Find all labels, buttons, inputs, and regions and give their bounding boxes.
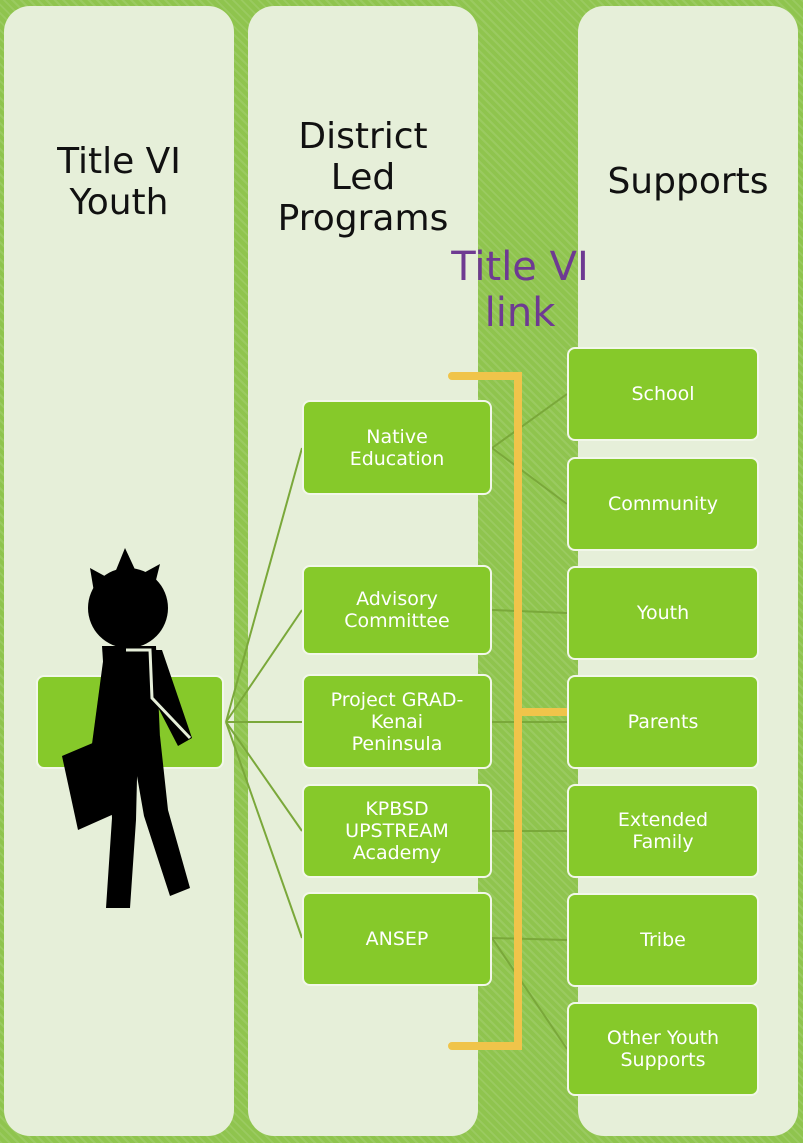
programs-column-title: District Led Programs: [277, 116, 449, 239]
connector-youth-native-education: [225, 447, 303, 723]
support-extended-family: Extended Family: [567, 784, 759, 878]
connector-native-school: [491, 393, 568, 449]
student-with-bag-icon: [62, 548, 192, 908]
connector-ansep-other: [491, 937, 568, 1050]
connector-youth-upstream: [225, 721, 303, 832]
program-project-grad: Project GRAD- Kenai Peninsula: [302, 674, 492, 769]
title-vi-link-label: Title VI link: [451, 244, 589, 336]
connector-youth-ansep: [225, 721, 303, 939]
support-community: Community: [567, 457, 759, 551]
youth-column-title: Title VI Youth: [57, 141, 181, 223]
youth-column: Title VI Youth: [4, 6, 234, 1136]
program-ansep: ANSEP: [302, 892, 492, 986]
program-upstream-academy: KPBSD UPSTREAM Academy: [302, 784, 492, 878]
program-advisory-committee: Advisory Committee: [302, 565, 492, 655]
connector-ansep-tribe: [491, 937, 568, 941]
supports-column-title: Supports: [607, 161, 769, 202]
support-school: School: [567, 347, 759, 441]
connector-youth-advisory-committee: [225, 609, 303, 723]
program-native-education: Native Education: [302, 400, 492, 495]
support-parents: Parents: [567, 675, 759, 769]
connector-advisory-youth: [491, 609, 568, 614]
support-youth: Youth: [567, 566, 759, 660]
support-tribe: Tribe: [567, 893, 759, 987]
support-other-youth-supports: Other Youth Supports: [567, 1002, 759, 1096]
connector-native-community: [491, 447, 568, 505]
